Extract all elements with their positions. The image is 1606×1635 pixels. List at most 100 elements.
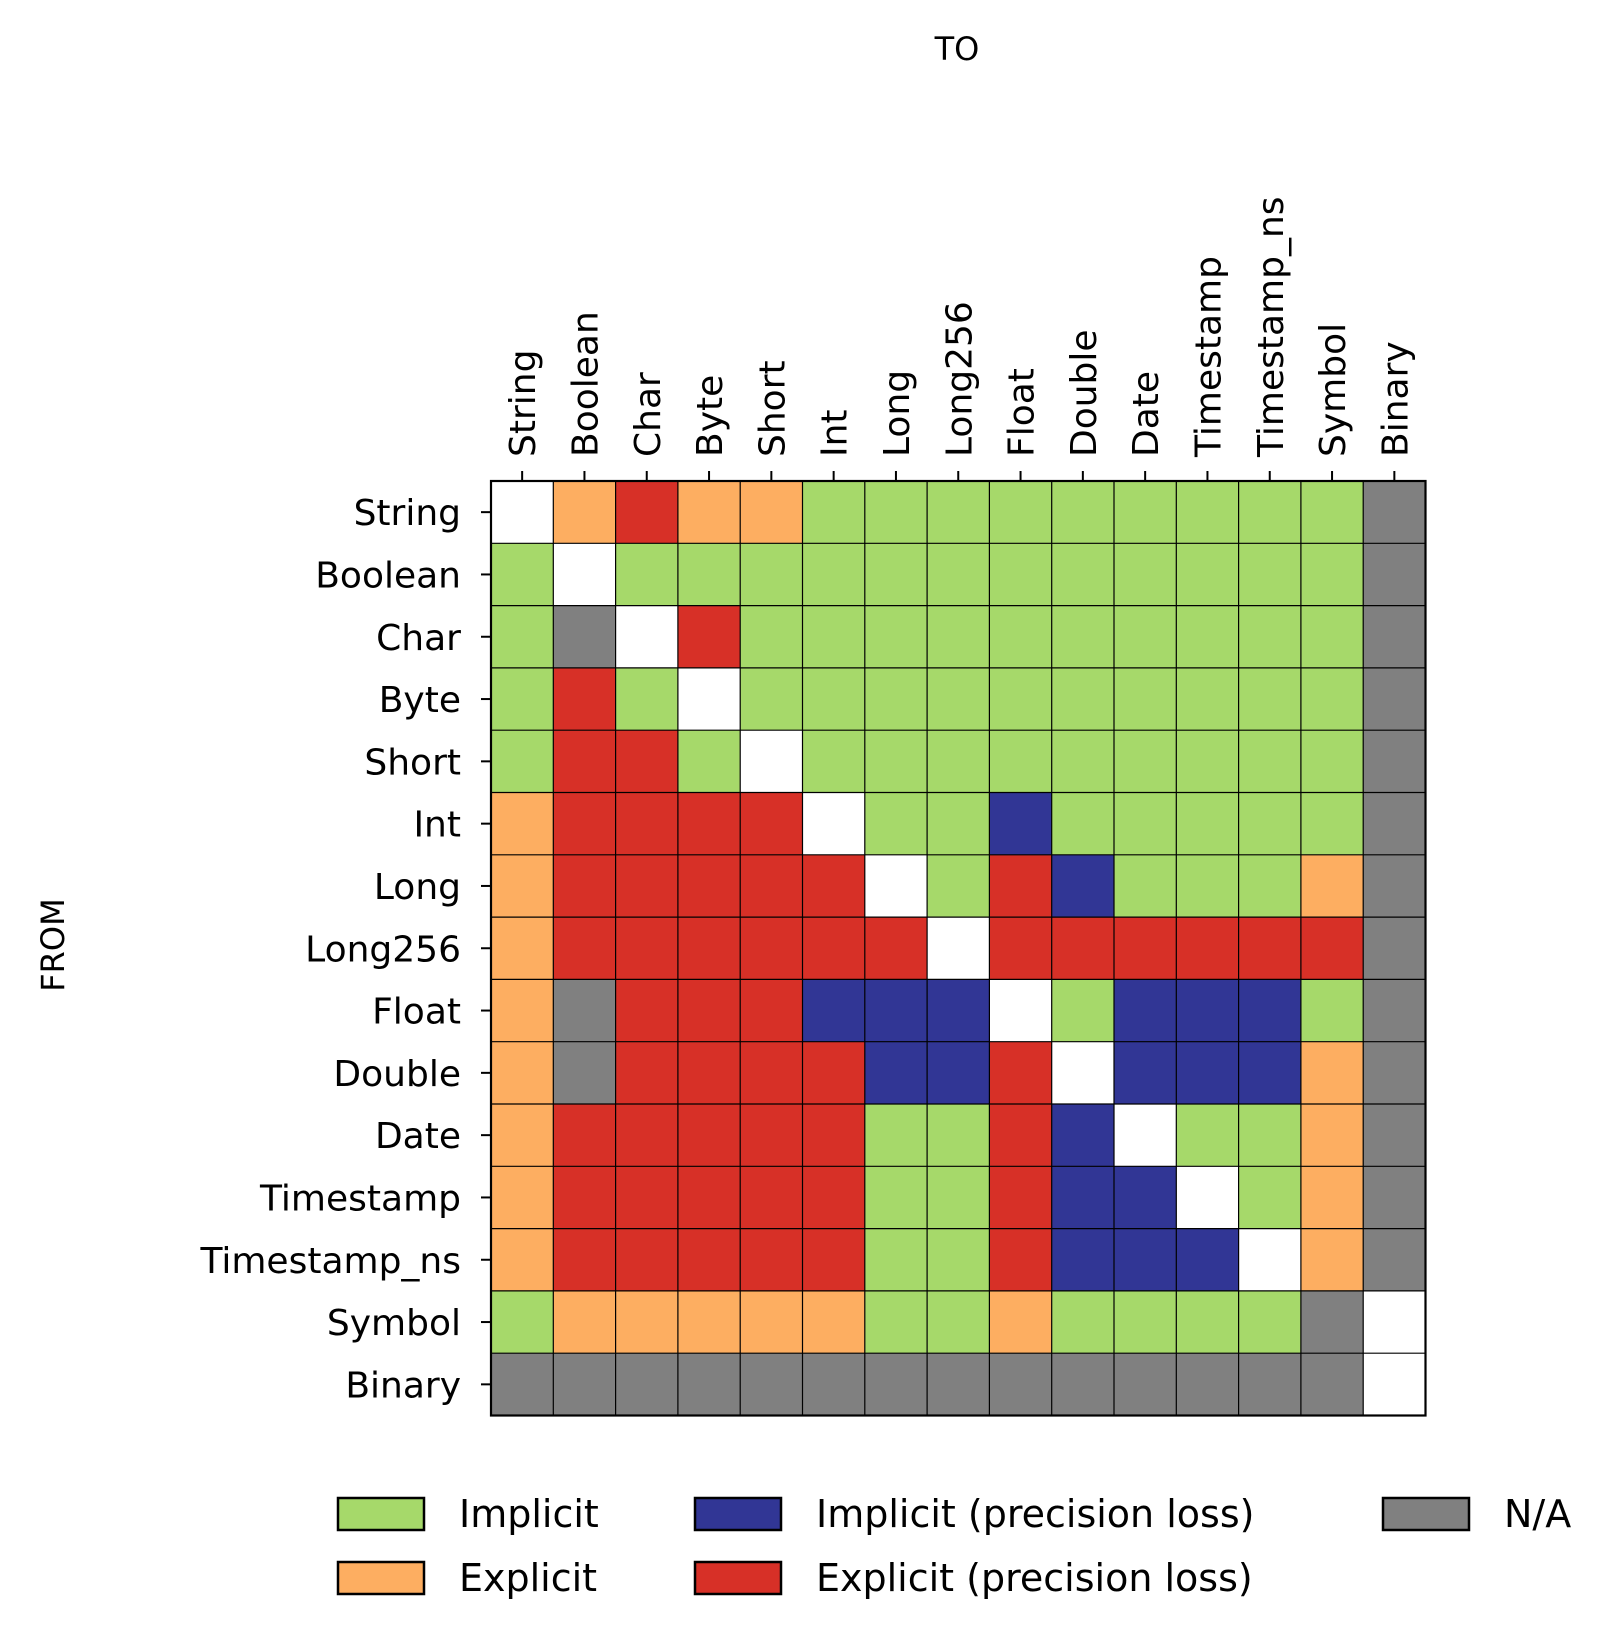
cell-float-to-int: [802, 979, 865, 1042]
cell-byte-to-short: [740, 667, 803, 731]
cell-symbol-to-float: [989, 1290, 1052, 1354]
legend-label-implicit-precision-loss-: Implicit (precision loss): [816, 1492, 1254, 1536]
cell-date-to-char: [615, 1104, 678, 1167]
cell-date-to-short: [740, 1104, 803, 1167]
cell-short-to-double: [1051, 730, 1114, 793]
cell-long-to-double: [1051, 854, 1114, 918]
cell-long256-to-double: [1051, 917, 1114, 980]
cell-symbol-to-long: [864, 1290, 928, 1354]
cell-binary-to-int: [802, 1353, 865, 1416]
cell-double-to-char: [615, 1041, 678, 1104]
cell-binary-to-float: [989, 1353, 1052, 1416]
cell-timestamp-ns-to-long: [864, 1228, 928, 1291]
cell-double-to-float: [989, 1041, 1052, 1104]
cell-timestamp-ns-to-int: [802, 1228, 865, 1291]
cell-string-to-binary: [1363, 481, 1426, 544]
cell-timestamp-to-timestamp: [1176, 1166, 1239, 1229]
cell-char-to-string: [491, 605, 554, 668]
cell-byte-to-double: [1051, 667, 1114, 731]
cell-double-to-timestamp-ns: [1238, 1041, 1301, 1104]
cell-long-to-timestamp-ns: [1238, 854, 1301, 918]
cell-double-to-date: [1114, 1041, 1177, 1104]
cell-timestamp-ns-to-long256: [927, 1228, 990, 1291]
x-tick-label-int: Int: [815, 409, 856, 457]
cell-long256-to-short: [740, 917, 803, 980]
cell-timestamp-ns-to-char: [615, 1228, 678, 1291]
cell-char-to-boolean: [553, 605, 616, 668]
cell-date-to-symbol: [1300, 1104, 1364, 1167]
y-tick-label-short: Short: [364, 742, 461, 783]
cell-timestamp-ns-to-symbol: [1300, 1228, 1364, 1291]
cell-short-to-boolean: [553, 730, 616, 793]
cell-string-to-float: [989, 481, 1052, 544]
cell-byte-to-long256: [927, 667, 990, 731]
x-tick-label-long: Long: [877, 370, 918, 457]
cell-double-to-timestamp: [1176, 1041, 1239, 1104]
cell-float-to-binary: [1363, 979, 1426, 1042]
cell-timestamp-ns-to-byte: [677, 1228, 741, 1291]
cell-int-to-int: [802, 792, 865, 855]
cell-long256-to-float: [989, 917, 1052, 980]
cell-binary-to-long: [864, 1353, 928, 1416]
cell-long256-to-long256: [927, 917, 990, 980]
cell-byte-to-float: [989, 667, 1052, 731]
cell-timestamp-to-short: [740, 1166, 803, 1229]
cell-timestamp-ns-to-timestamp: [1176, 1228, 1239, 1291]
cell-timestamp-to-char: [615, 1166, 678, 1229]
legend-swatch-n-a: [1381, 1496, 1471, 1532]
cell-timestamp-to-timestamp-ns: [1238, 1166, 1301, 1229]
cell-long-to-binary: [1363, 854, 1426, 918]
cell-byte-to-timestamp-ns: [1238, 667, 1301, 731]
cell-int-to-long256: [927, 792, 990, 855]
cell-date-to-long256: [927, 1104, 990, 1167]
cell-double-to-string: [491, 1041, 554, 1104]
cell-short-to-string: [491, 730, 554, 793]
y-tick-label-float: Float: [372, 992, 461, 1033]
y-tick-label-boolean: Boolean: [315, 555, 461, 596]
cell-byte-to-date: [1114, 667, 1177, 731]
cell-timestamp-to-double: [1051, 1166, 1114, 1229]
cell-char-to-double: [1051, 605, 1114, 668]
cell-double-to-long: [864, 1041, 928, 1104]
cell-char-to-symbol: [1300, 605, 1364, 668]
x-tick-label-short: Short: [752, 360, 793, 457]
cell-boolean-to-long256: [927, 543, 990, 606]
y-tick-label-int: Int: [413, 805, 461, 846]
x-axis-title: TO: [934, 30, 980, 68]
cell-boolean-to-short: [740, 543, 803, 606]
cell-char-to-short: [740, 605, 803, 668]
cell-string-to-long256: [927, 481, 990, 544]
cell-binary-to-date: [1114, 1353, 1177, 1416]
cell-short-to-timestamp: [1176, 730, 1239, 793]
cell-char-to-date: [1114, 605, 1177, 668]
cell-symbol-to-short: [740, 1290, 803, 1354]
cell-symbol-to-byte: [677, 1290, 741, 1354]
cell-long256-to-timestamp: [1176, 917, 1239, 980]
cell-binary-to-symbol: [1300, 1353, 1364, 1416]
cell-short-to-char: [615, 730, 678, 793]
cell-char-to-byte: [677, 605, 741, 668]
x-tick-label-double: Double: [1064, 329, 1105, 457]
cell-date-to-int: [802, 1104, 865, 1167]
cell-string-to-short: [740, 481, 803, 544]
cell-long-to-boolean: [553, 854, 616, 918]
cell-boolean-to-float: [989, 543, 1052, 606]
cell-string-to-timestamp: [1176, 481, 1239, 544]
y-tick-label-timestamp-ns: Timestamp_ns: [199, 1241, 461, 1282]
cell-long-to-byte: [677, 854, 741, 918]
y-tick-label-string: String: [354, 493, 461, 534]
cell-float-to-symbol: [1300, 979, 1364, 1042]
cell-short-to-short: [740, 730, 803, 793]
y-tick-label-timestamp: Timestamp: [259, 1178, 461, 1219]
x-tick-label-timestamp-ns: Timestamp_ns: [1251, 196, 1292, 458]
cell-char-to-char: [615, 605, 678, 668]
cell-long256-to-char: [615, 917, 678, 980]
legend-swatch-implicit-precision-loss-: [693, 1496, 783, 1532]
cell-symbol-to-timestamp-ns: [1238, 1290, 1301, 1354]
cell-float-to-timestamp: [1176, 979, 1239, 1042]
cell-char-to-timestamp: [1176, 605, 1239, 668]
cell-int-to-float: [989, 792, 1052, 855]
y-tick-label-binary: Binary: [345, 1365, 461, 1406]
cell-timestamp-to-byte: [677, 1166, 741, 1229]
legend-label-n-a: N/A: [1504, 1492, 1571, 1536]
